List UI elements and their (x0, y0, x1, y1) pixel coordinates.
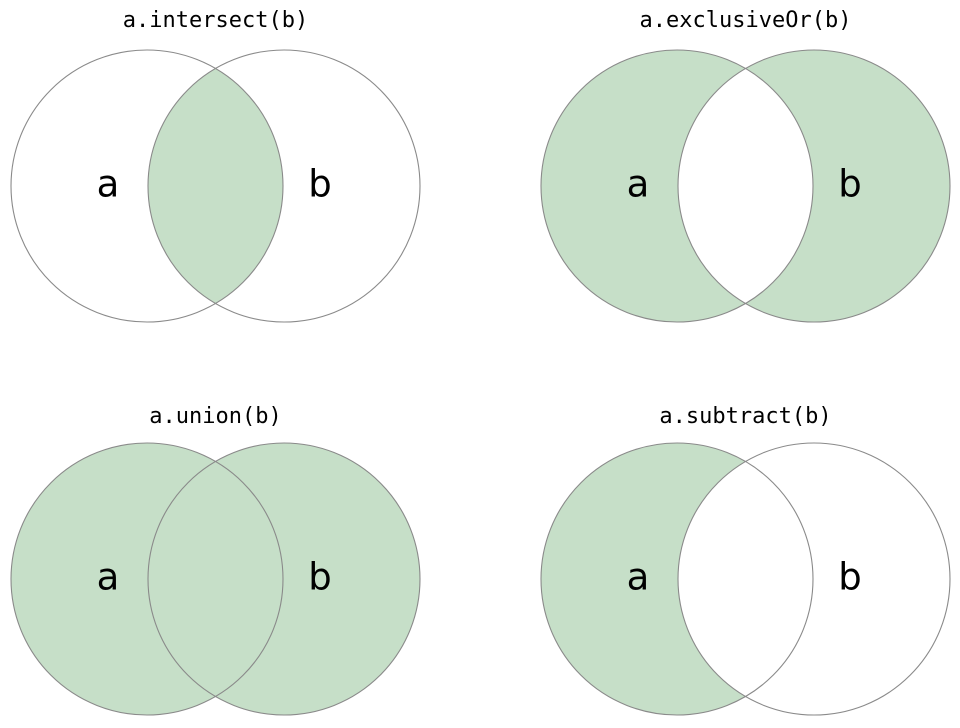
diagram-title: a.intersect(b) (123, 8, 308, 33)
diagram-title: a.exclusiveOr(b) (640, 8, 852, 33)
circle-a-outline (10, 442, 284, 716)
circle-b-outline (677, 49, 951, 323)
venn-diagram-intersect: a.intersect(b) a b (10, 8, 421, 323)
circle-a-outline (540, 442, 814, 716)
venn-diagram-exclusiveor: a.exclusiveOr(b) a b (540, 8, 951, 323)
region-overlap-fill (147, 461, 284, 697)
set-a-label: a (627, 163, 650, 206)
region-overlap-fill (677, 68, 814, 304)
set-a-label: a (97, 556, 120, 599)
circle-a-outline (540, 49, 814, 323)
set-a-label: a (97, 163, 120, 206)
circle-a-outline (10, 49, 284, 323)
region-overlap-fill (147, 68, 284, 304)
set-b-label: b (838, 163, 862, 206)
diagram-title: a.union(b) (149, 404, 281, 429)
set-b-label: b (308, 556, 332, 599)
diagram-title: a.subtract(b) (659, 404, 831, 429)
circle-b-outline (677, 442, 951, 716)
set-b-label: b (308, 163, 332, 206)
venn-diagram-subtract: a.subtract(b) a b (540, 404, 951, 716)
circle-b-outline (147, 49, 421, 323)
set-b-label: b (838, 556, 862, 599)
region-overlap-fill (677, 461, 814, 697)
circle-b-outline (147, 442, 421, 716)
venn-diagram-union: a.union(b) a b (10, 404, 421, 716)
set-a-label: a (627, 556, 650, 599)
